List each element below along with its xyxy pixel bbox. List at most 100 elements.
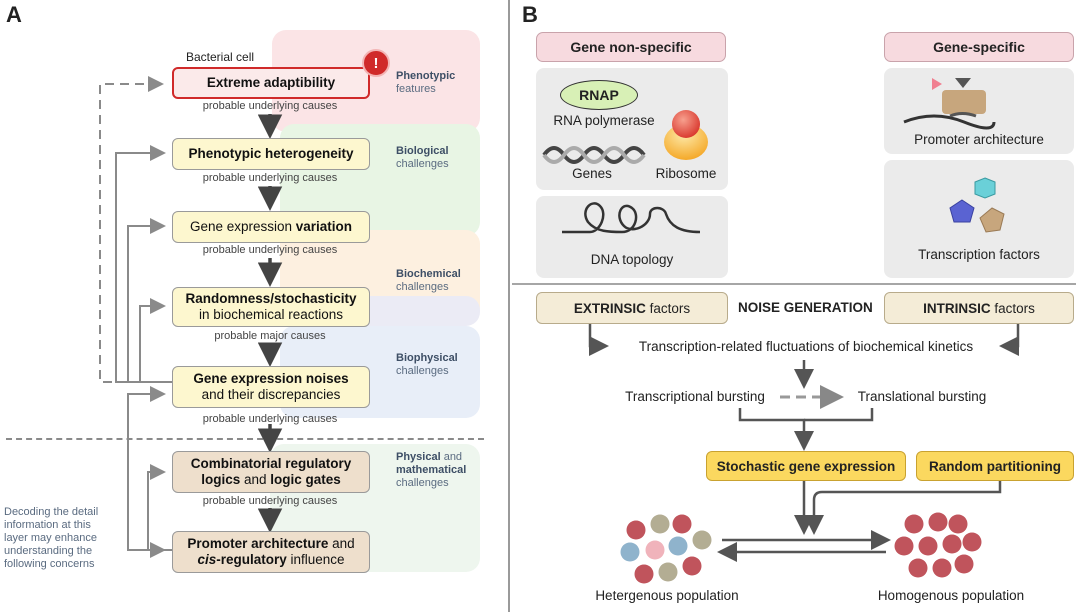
extrinsic-bold: EXTRINSIC (573, 300, 646, 316)
homo-cell (932, 558, 952, 578)
cause-label-6: probable underlying causes (202, 495, 338, 507)
dna-topology-label: DNA topology (590, 252, 674, 267)
rnap-text: RNAP (579, 87, 619, 103)
box-phenotypic-heterogeneity-text: Phenotypic heterogeneity (188, 146, 354, 161)
tf-panel (884, 160, 1074, 278)
box-combinatorial-line1: Combinatorial regulatory (190, 456, 352, 471)
box-randomness-line1: Randomness/stochasticity (185, 291, 357, 306)
homo-cell (948, 514, 968, 534)
promoter-architecture-icon (903, 78, 996, 130)
side-label-phenotypic: Phenotypic features (396, 70, 455, 96)
box-randomness: Randomness/stochasticity in biochemical … (172, 287, 370, 327)
alert-icon: ! (362, 49, 390, 77)
box-phenotypic-heterogeneity: Phenotypic heterogeneity (172, 138, 370, 170)
box-noises-line1: Gene expression noises (193, 371, 349, 386)
ribosome-icon (664, 110, 708, 160)
homo-cell (942, 534, 962, 554)
dna-topology-icon (562, 202, 701, 234)
cause-label-1: probable underlying causes (202, 100, 338, 112)
cause-label-2: probable underlying causes (202, 172, 338, 184)
dna-topology-panel (536, 196, 728, 278)
homo-cell (954, 554, 974, 574)
layer-divider (6, 438, 484, 440)
hetero-cell (692, 530, 712, 550)
heterogeneous-cells (620, 514, 712, 584)
box-extreme-adaptibility: Extreme adaptibility (172, 67, 370, 99)
side-label-biochemical-bold: Biochemical (396, 268, 461, 280)
side-label-physical: Physical and mathematical challenges (396, 451, 466, 490)
transcription-factors-label: Transcription factors (918, 247, 1040, 262)
homo-cell (928, 512, 948, 532)
fluctuations-label: Transcription-related fluctuations of bi… (638, 339, 974, 354)
hetero-cell (672, 514, 692, 534)
hetero-cell (682, 556, 702, 576)
side-label-phenotypic-rest: features (396, 83, 436, 95)
box-promoter-influence: influence (286, 552, 345, 567)
side-label-phenotypic-bold: Phenotypic (396, 70, 456, 82)
decoding-note: Decoding the detail information at this … (4, 506, 124, 571)
box-combinatorial-logic-gates: logic gates (270, 472, 341, 487)
random-partitioning-box: Random partitioning (916, 451, 1074, 481)
panel-a-letter: A (6, 2, 22, 27)
side-label-biochemical-rest: challenges (396, 281, 449, 293)
gene-specific-header: Gene-specific (884, 32, 1074, 62)
alert-icon-symbol: ! (373, 54, 379, 72)
extrinsic-rest: factors (645, 300, 691, 316)
box-extreme-adaptibility-text: Extreme adaptibility (206, 75, 336, 90)
intrinsic-bold: INTRINSIC (923, 300, 991, 316)
decoding-note-line3: layer may enhance (4, 532, 97, 544)
side-label-biological-rest: challenges (396, 158, 449, 170)
side-label-biochemical: Biochemical challenges (396, 268, 461, 294)
decoding-note-line5: following concerns (4, 558, 95, 570)
cause-label-5: probable underlying causes (202, 413, 338, 425)
side-label-mathematical-bold: mathematical (396, 464, 467, 476)
hetero-cell (645, 540, 665, 560)
box-gene-expression-variation: Gene expression variation (172, 211, 370, 243)
decoding-note-line2: information at this (4, 519, 91, 531)
panel-divider (508, 0, 510, 612)
box-combinatorial-and: and (240, 472, 271, 487)
decoding-note-line1: Decoding the detail (4, 506, 99, 518)
translational-bursting-label: Translational bursting (857, 389, 987, 404)
panel-b-letter: B (522, 2, 538, 27)
side-label-physical-and: and (440, 451, 463, 463)
hetero-cell (658, 562, 678, 582)
box-promoter-architecture: Promoter architecture and cis-regulatory… (172, 531, 370, 573)
decoding-note-line4: understanding the (4, 545, 93, 557)
side-label-biophysical: Biophysical challenges (396, 352, 458, 378)
box-noises-line2: and their discrepancies (201, 387, 341, 402)
gene-specific-text: Gene-specific (933, 39, 1025, 55)
cause-label-3: probable underlying causes (202, 244, 338, 256)
hetero-cell (634, 564, 654, 584)
homo-cell (918, 536, 938, 556)
box-combinatorial-logics: logics (201, 472, 241, 487)
homo-cell (962, 532, 982, 552)
cause-label-4: probable major causes (214, 330, 326, 342)
homo-cell (908, 558, 928, 578)
promoter-architecture-label: Promoter architecture (914, 132, 1044, 147)
box-gene-expression-noises: Gene expression noises and their discrep… (172, 366, 370, 408)
box-promoter-line1-bold: Promoter architecture (187, 536, 329, 551)
transcriptional-bursting-label: Transcriptional bursting (625, 389, 765, 404)
side-label-physical-bold: Physical (396, 451, 441, 463)
stochastic-text: Stochastic gene expression (716, 458, 896, 474)
side-label-physical-rest: challenges (396, 477, 449, 489)
box-gene-expression-variation-bold: variation (295, 219, 353, 234)
box-combinatorial-logics: Combinatorial regulatory logics and logi… (172, 451, 370, 493)
box-randomness-line2: in biochemical reactions (198, 307, 344, 322)
side-label-biophysical-rest: challenges (396, 365, 449, 377)
random-partitioning-text: Random partitioning (929, 458, 1061, 474)
genes-helix-icon (542, 146, 646, 164)
gene-nonspecific-text: Gene non-specific (570, 39, 692, 55)
homogeneous-population-label: Homogenous population (877, 588, 1025, 603)
rna-polymerase-label: RNA polymerase (553, 113, 655, 128)
box-promoter-cis: cis (197, 552, 217, 567)
hetero-cell (668, 536, 688, 556)
hetero-cell (620, 542, 640, 562)
homogeneous-cells (894, 512, 982, 578)
extrinsic-factors-box: EXTRINSIC factors (536, 292, 728, 324)
ribosome-label: Ribosome (655, 166, 717, 181)
bacterial-cell-label: Bacterial cell (186, 50, 255, 64)
